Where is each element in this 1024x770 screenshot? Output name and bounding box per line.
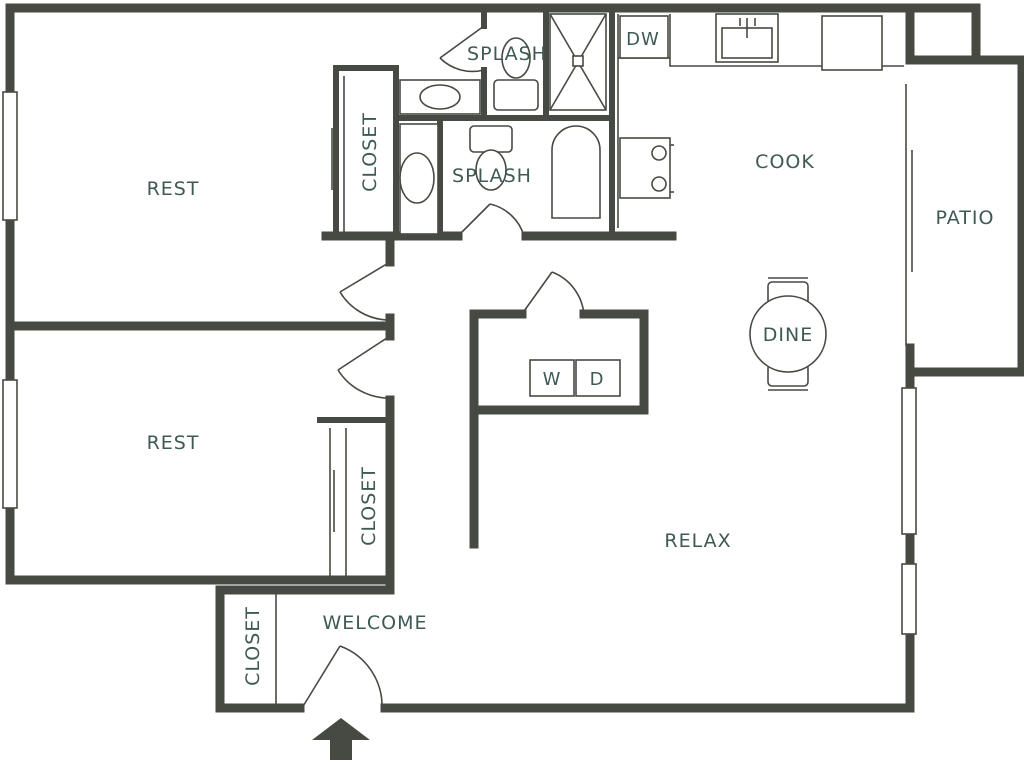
room-labels: REST REST CLOSET CLOSET CLOSET SPLASH SP… bbox=[147, 29, 995, 686]
label-rest-top: REST bbox=[147, 178, 200, 200]
window-rest-bottom bbox=[2, 379, 18, 509]
exterior-walls bbox=[5, 3, 1024, 713]
entry-arrow-icon bbox=[312, 718, 370, 760]
label-splash-main: SPLASH bbox=[452, 165, 532, 187]
laundry-appliances bbox=[529, 359, 621, 397]
windows bbox=[2, 84, 917, 635]
dining-table bbox=[749, 277, 827, 391]
closet-details bbox=[275, 76, 347, 712]
dining-table-top bbox=[749, 295, 827, 373]
label-closet-top: CLOSET bbox=[359, 112, 381, 192]
label-dine: DINE bbox=[763, 324, 813, 346]
label-welcome: WELCOME bbox=[323, 612, 428, 634]
bath-fixtures bbox=[399, 13, 607, 235]
interior-walls bbox=[9, 5, 904, 589]
window-relax-upper bbox=[901, 387, 917, 535]
bathtub bbox=[551, 125, 601, 219]
label-dryer: D bbox=[590, 369, 605, 390]
toilet-top-bath bbox=[493, 79, 539, 111]
label-closet-bottom: CLOSET bbox=[358, 466, 380, 546]
label-patio: PATIO bbox=[936, 207, 995, 229]
label-splash-top: SPLASH bbox=[467, 43, 547, 65]
refrigerator bbox=[821, 15, 883, 71]
dryer bbox=[575, 359, 621, 397]
label-dishwasher: DW bbox=[626, 29, 660, 50]
label-washer: W bbox=[543, 369, 562, 390]
washer bbox=[529, 359, 575, 397]
label-cook: COOK bbox=[755, 151, 815, 173]
label-rest-bottom: REST bbox=[147, 432, 200, 454]
kitchen-fixtures bbox=[619, 13, 883, 199]
dishwasher bbox=[619, 15, 669, 59]
label-closet-entry: CLOSET bbox=[242, 606, 264, 686]
window-rest-top bbox=[2, 91, 18, 221]
window-relax-lower bbox=[901, 563, 917, 635]
doors bbox=[301, 25, 585, 709]
label-relax: RELAX bbox=[664, 530, 731, 552]
toilet-main-bath bbox=[469, 125, 513, 153]
